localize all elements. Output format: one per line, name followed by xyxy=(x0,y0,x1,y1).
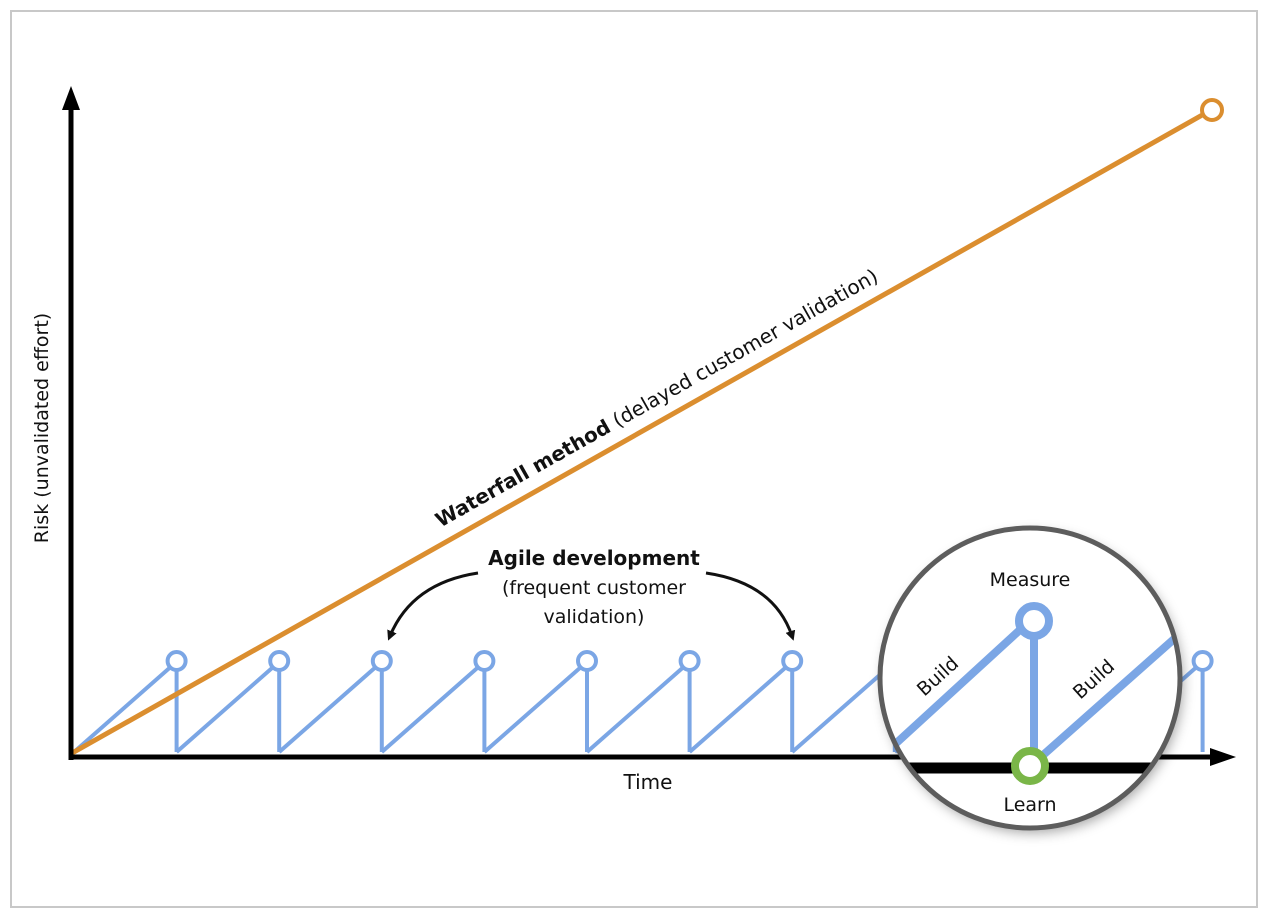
agile-build-segment xyxy=(483,665,583,754)
agile-left-arrow xyxy=(387,571,479,641)
inset-measure-label: Measure xyxy=(990,569,1071,591)
build-measure-learn-inset: Measure Learn Build Build xyxy=(877,525,1183,831)
x-axis-label: Time xyxy=(623,770,673,794)
waterfall-end-marker xyxy=(1200,98,1224,122)
agile-subtitle-line2: validation) xyxy=(544,606,645,628)
agile-validation-node xyxy=(370,650,393,672)
y-axis-label: Risk (unvalidated effort) xyxy=(31,313,53,543)
agile-build-segment xyxy=(72,665,172,754)
waterfall-label: Waterfall method (delayed customer valid… xyxy=(431,264,882,532)
inset-measure-node xyxy=(1015,602,1053,640)
inset-learn-node xyxy=(1011,747,1049,785)
agile-build-segment xyxy=(380,665,480,754)
agile-validation-node xyxy=(473,650,496,672)
agile-right-arrow xyxy=(705,571,796,641)
agile-validation-node xyxy=(781,650,804,672)
agile-validation-node xyxy=(268,650,291,672)
waterfall-label-rest: (delayed customer validation) xyxy=(603,264,882,436)
agile-validation-node xyxy=(165,650,188,672)
inset-lens-rim xyxy=(877,525,1183,831)
agile-title: Agile development xyxy=(488,546,700,570)
agile-build-segment xyxy=(688,665,788,754)
y-axis-arrowhead xyxy=(62,86,80,110)
agile-validation-node xyxy=(1191,650,1214,672)
inset-learn-label: Learn xyxy=(1003,794,1056,816)
waterfall-label-bold: Waterfall method xyxy=(431,414,614,532)
waterfall-line xyxy=(71,111,1207,755)
agile-build-segment xyxy=(277,665,378,754)
agile-build-segment xyxy=(790,665,891,754)
inset-build-left-line xyxy=(880,625,1025,761)
x-axis-arrowhead xyxy=(1210,748,1236,766)
agile-build-segment xyxy=(175,665,275,754)
agile-subtitle-line1: (frequent customer xyxy=(502,577,686,599)
agile-validation-node xyxy=(678,650,701,672)
agile-validation-node xyxy=(576,650,598,672)
agile-build-segment xyxy=(585,665,685,754)
